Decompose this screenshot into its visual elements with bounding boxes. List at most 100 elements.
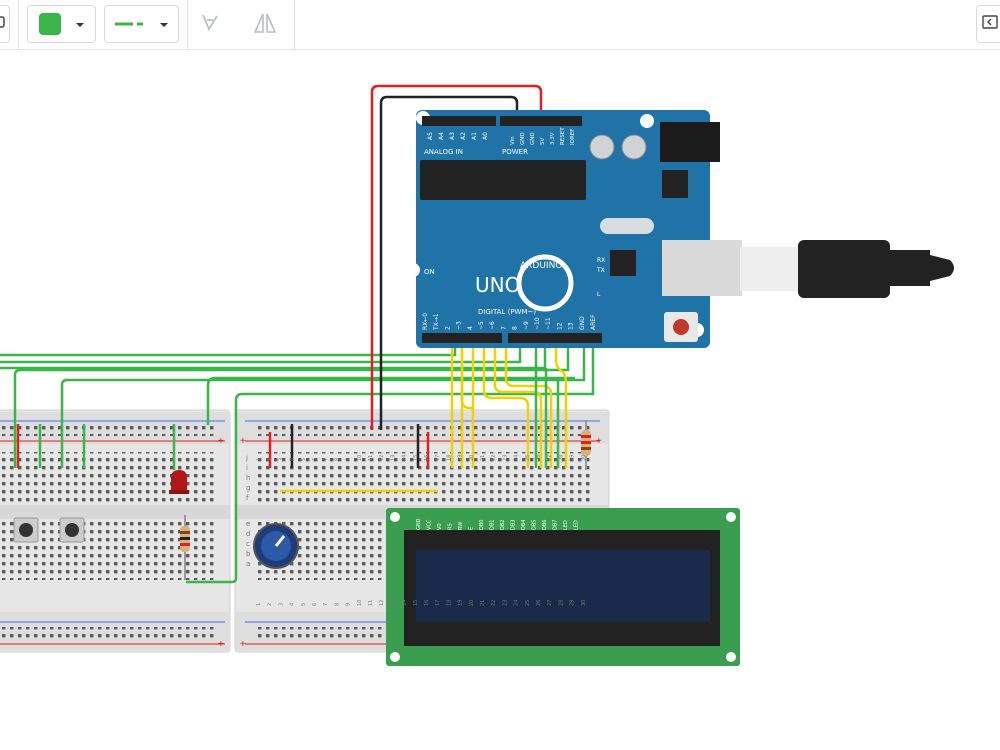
arduino-brand: ARDUINO <box>520 261 562 271</box>
breadboard-column-number: 29 <box>570 600 576 606</box>
digital-pin-label: ~6 <box>489 321 496 330</box>
breadboard-column-number: 19 <box>458 600 464 606</box>
breadboard-column-number: 27 <box>547 600 553 606</box>
l-led-label: L <box>597 291 601 298</box>
yellow-wires[interactable] <box>280 340 568 493</box>
lcd-pin-label: DB2 <box>500 520 506 530</box>
power-pin-label: RESET <box>560 127 566 145</box>
breadboard-column-number: 11 <box>368 600 374 606</box>
lcd-pin-label: DB1 <box>490 520 496 530</box>
power-pin-label: GND <box>520 132 526 145</box>
breadboard-column-number: 24 <box>514 600 520 606</box>
breadboard-column-number: 10 <box>357 600 363 606</box>
rotate-icon <box>0 15 6 34</box>
lcd-pin-label: DB0 <box>479 520 485 530</box>
breadboard-column-number: 22 <box>491 600 497 606</box>
breadboard-column-number: 21 <box>480 600 486 606</box>
panel-toggle-button[interactable] <box>976 5 1000 43</box>
pushbutton-1[interactable] <box>13 517 39 543</box>
notes-icon <box>198 11 222 40</box>
breadboard-column-number: 19 <box>458 455 464 461</box>
toolbar-separator <box>294 0 295 50</box>
breadboard-column-number: 2 <box>267 603 273 606</box>
breadboard-column-number: 17 <box>435 455 441 461</box>
breadboard-column-number: 9 <box>346 458 352 461</box>
green-wires-right[interactable] <box>534 340 560 468</box>
rail-plus-label: + <box>218 436 224 447</box>
arduino-model: UNO <box>475 273 520 297</box>
digital-pin-label: 13 <box>568 322 575 330</box>
rotate-button[interactable] <box>0 5 10 43</box>
breadboard-column-number: 10 <box>357 455 363 461</box>
breadboard-column-number: 14 <box>402 600 408 606</box>
breadboard-row-letter: g <box>246 484 250 492</box>
power-wires[interactable] <box>16 84 543 468</box>
flip-button[interactable] <box>248 8 282 42</box>
lcd-pin-label: RW <box>458 522 464 530</box>
analog-pin-label: A4 <box>438 132 445 140</box>
breadboard-column-number: 25 <box>525 455 531 461</box>
rail-plus-label: + <box>240 639 246 650</box>
digital-pin-label: 7 <box>500 326 507 330</box>
breadboard-column-number: 27 <box>547 455 553 461</box>
breadboard-column-number: 1 <box>256 603 262 606</box>
line-style-icon <box>114 15 145 33</box>
breadboard-column-number: 18 <box>446 600 452 606</box>
red-led[interactable] <box>169 470 189 494</box>
lcd-pin-label: VCC <box>427 519 433 530</box>
breadboard-column-number: 12 <box>379 600 385 606</box>
rail-plus-label: + <box>240 436 246 447</box>
lcd-16x2[interactable] <box>386 508 740 666</box>
analog-pin-label: A2 <box>460 132 467 140</box>
breadboard-row-letter: e <box>246 520 250 528</box>
breadboard-column-number: 15 <box>413 455 419 461</box>
lcd-pin-label: LED <box>563 520 569 530</box>
line-style-dropdown[interactable] <box>104 5 179 43</box>
power-pin-label: 3.3V <box>550 132 556 145</box>
breadboard-column-number: 20 <box>469 455 475 461</box>
chevron-down-icon <box>159 15 169 33</box>
fill-color-dropdown[interactable] <box>27 5 96 43</box>
notes-button[interactable] <box>193 8 227 42</box>
digital-pin-label: ~9 <box>523 321 530 330</box>
breadboard-column-number: 3 <box>278 603 284 606</box>
breadboard-column-number: 18 <box>446 455 452 461</box>
resistor-right[interactable] <box>581 420 591 470</box>
digital-pin-label: 4 <box>467 326 474 330</box>
breadboard-column-number: 3 <box>278 458 284 461</box>
potentiometer[interactable] <box>253 523 299 569</box>
power-pin-label: GND <box>530 132 536 145</box>
toolbar-separator <box>18 0 19 50</box>
power-pin-label: 5V <box>540 138 546 145</box>
lcd-pin-label: DB7 <box>553 520 559 530</box>
chevron-down-icon <box>75 15 85 33</box>
power-label: POWER <box>502 148 528 156</box>
breadboard-column-number: 16 <box>424 455 430 461</box>
breadboard-row-letter: j <box>245 454 248 462</box>
lcd-pin-label: LED <box>574 520 580 530</box>
circuit-canvas[interactable]: + + + + + <box>0 50 1000 750</box>
digital-label: DIGITAL (PWM~) <box>478 308 536 316</box>
breadboard-column-number: 5 <box>301 603 307 606</box>
breadboard-column-number: 4 <box>290 603 296 606</box>
digital-pin-label: GND <box>579 316 586 330</box>
rail-plus-label: + <box>596 436 602 447</box>
breadboard-column-number: 11 <box>368 455 374 461</box>
breadboard-column-number: 26 <box>536 455 542 461</box>
breadboard-column-number: 16 <box>424 600 430 606</box>
resistor-left[interactable] <box>180 515 190 580</box>
breadboard-row-letter: b <box>246 550 251 558</box>
breadboard-column-number: 28 <box>558 600 564 606</box>
panel-toggle-icon <box>982 14 998 35</box>
lcd-pin-label: DB6 <box>542 520 548 530</box>
breadboard-column-number: 30 <box>581 455 587 461</box>
pushbutton-2[interactable] <box>59 517 85 543</box>
arduino-uno-board[interactable]: UNO ARDUINO ON POWER ANALOG IN DIGITAL (… <box>406 110 954 348</box>
breadboard-column-number: 7 <box>323 603 329 606</box>
breadboard-column-number: 8 <box>334 603 340 606</box>
tx-led-label: TX <box>596 267 605 274</box>
breadboard-column-number: 29 <box>570 455 576 461</box>
analog-pin-label: A1 <box>471 132 478 140</box>
breadboard-column-number: 26 <box>536 600 542 606</box>
analog-pin-label: A0 <box>482 132 489 140</box>
